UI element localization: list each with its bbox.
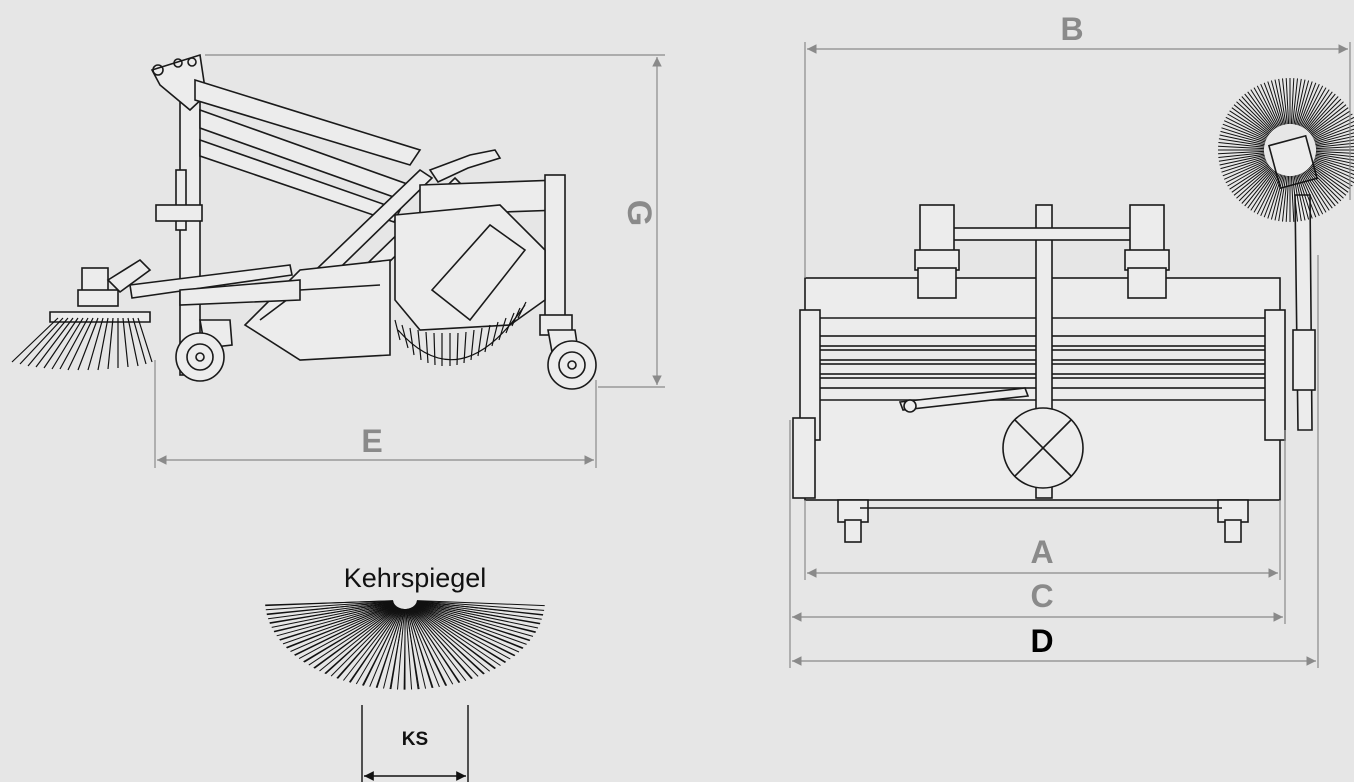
main-brush-bristles [394, 301, 527, 366]
rear-wheel [547, 329, 597, 390]
dimension-label-d: D [1030, 623, 1053, 659]
linkage [898, 387, 1030, 411]
control-lever [428, 149, 502, 184]
castor-wheels [837, 499, 1249, 543]
top-view-dimensions [789, 42, 1351, 668]
hitch-crossbar [949, 227, 1141, 241]
side-brush-radial [1218, 78, 1354, 222]
dimension-label-e: E [361, 423, 382, 459]
side-view-dimensions [154, 54, 665, 468]
brush-housing [394, 204, 546, 331]
dimension-label-g: G [620, 200, 658, 226]
sweep-pattern-title: Kehrspiegel [344, 563, 487, 593]
side-brush-bristles [11, 317, 153, 371]
rear-post [544, 174, 566, 326]
dimension-label-a: A [1030, 534, 1053, 570]
top-view [792, 134, 1319, 543]
side-brush-arm [129, 264, 293, 299]
hitch-brackets [914, 204, 1170, 299]
side-view [11, 53, 597, 390]
side-brush-mount [1294, 194, 1313, 431]
hopper [243, 259, 391, 361]
dimension-label-b: B [1060, 11, 1083, 47]
sweep-width-label: KS [402, 729, 428, 750]
sweep-pattern-bristles [265, 600, 545, 690]
sweep-width-dimension [361, 705, 469, 782]
upper-arms [194, 78, 422, 223]
dimension-label-c: C [1030, 578, 1053, 614]
front-wheel [175, 319, 233, 382]
